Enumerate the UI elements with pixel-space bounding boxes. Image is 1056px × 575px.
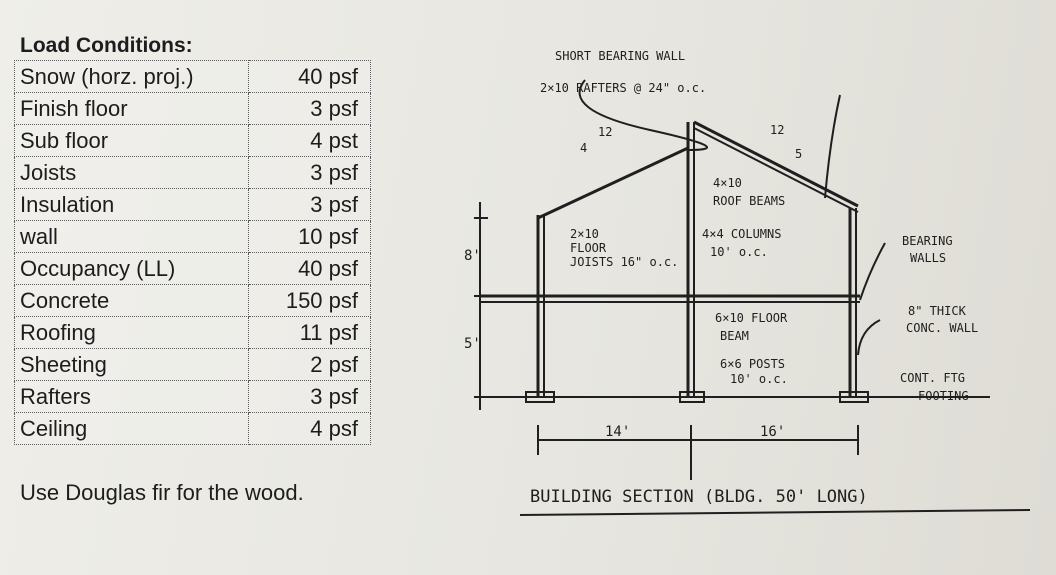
right-footing xyxy=(839,391,869,403)
load-value: 3 psf xyxy=(248,92,371,125)
label-joists-3: JOISTS 16" o.c. xyxy=(570,255,678,269)
label-floor-beam-2: BEAM xyxy=(720,329,749,343)
left-footing xyxy=(525,391,555,403)
load-label: Snow (horz. proj.) xyxy=(14,60,249,93)
load-label: Sheeting xyxy=(14,348,249,381)
label-left-run: 12 xyxy=(598,125,612,139)
label-columns-2: 10' o.c. xyxy=(710,245,768,259)
load-label: wall xyxy=(14,220,249,253)
dim-right-span: 16' xyxy=(760,424,785,440)
label-bearing-walls-2: WALLS xyxy=(910,251,946,265)
load-label: Joists xyxy=(14,156,249,189)
label-right-rise: 5 xyxy=(795,147,802,161)
load-label: Occupancy (LL) xyxy=(14,252,249,285)
label-footing-1: CONT. FTG xyxy=(900,371,965,385)
load-row: Snow (horz. proj.)40 psf xyxy=(14,60,371,93)
caption-underline xyxy=(519,509,1031,516)
right-roof xyxy=(693,120,859,208)
load-label: Ceiling xyxy=(14,412,249,445)
load-value: 4 pst xyxy=(248,124,371,157)
load-label: Finish floor xyxy=(14,92,249,125)
label-short-bearing-wall: SHORT BEARING WALL xyxy=(555,49,685,63)
load-value: 11 psf xyxy=(248,316,371,349)
label-joists-1: 2×10 xyxy=(570,227,599,241)
leader-short-bearing-wall xyxy=(578,79,709,151)
leader-bearing-walls xyxy=(859,242,886,301)
label-floor-beam-1: 6×10 FLOOR xyxy=(715,311,788,325)
label-columns-1: 4×4 COLUMNS xyxy=(702,227,781,241)
label-posts-1: 6×6 POSTS xyxy=(720,357,785,371)
load-value: 3 psf xyxy=(248,188,371,221)
label-conc-wall-2: CONC. WALL xyxy=(906,321,978,335)
load-value: 4 psf xyxy=(248,412,371,445)
right-roof-inner xyxy=(693,127,859,213)
label-roof-beams-2: ROOF BEAMS xyxy=(713,194,785,208)
load-conditions-section: Load Conditions: Snow (horz. proj.)40 ps… xyxy=(14,34,384,445)
load-label: Roofing xyxy=(14,316,249,349)
load-label: Sub floor xyxy=(14,124,249,157)
load-value: 10 psf xyxy=(248,220,371,253)
label-conc-wall-1: 8" THICK xyxy=(908,304,967,318)
wood-note: Use Douglas fir for the wood. xyxy=(20,480,304,505)
label-posts-2: 10' o.c. xyxy=(730,372,788,386)
center-footing xyxy=(679,391,705,403)
load-label: Concrete xyxy=(14,284,249,317)
load-row: Occupancy (LL)40 psf xyxy=(14,252,371,285)
leader-rafters xyxy=(824,94,841,199)
label-bearing-walls-1: BEARING xyxy=(902,234,953,248)
load-conditions-heading: Load Conditions: xyxy=(20,34,193,57)
dim-left-span: 14' xyxy=(605,424,630,440)
dim-lower-height: 5' xyxy=(464,336,481,352)
load-value: 3 psf xyxy=(248,380,371,413)
load-value: 40 psf xyxy=(248,60,371,93)
load-value: 3 psf xyxy=(248,156,371,189)
leader-conc-wall xyxy=(857,319,881,356)
load-label: Rafters xyxy=(14,380,249,413)
sketch-caption: BUILDING SECTION (BLDG. 50' LONG) xyxy=(530,487,868,507)
label-rafters: 2×10 RAFTERS @ 24" o.c. xyxy=(540,81,706,95)
label-joists-2: FLOOR xyxy=(570,241,607,255)
label-roof-beams-1: 4×10 xyxy=(713,176,742,190)
load-value: 150 psf xyxy=(248,284,371,317)
label-footing-2: FOOTING xyxy=(918,389,969,403)
dim-upper-height: 8' xyxy=(464,248,481,264)
load-value: 40 psf xyxy=(248,252,371,285)
load-value: 2 psf xyxy=(248,348,371,381)
building-section-sketch: SHORT BEARING WALL 2×10 RAFTERS @ 24" o.… xyxy=(464,49,1031,516)
left-roof xyxy=(537,146,689,220)
label-left-rise: 4 xyxy=(580,141,587,155)
load-label: Insulation xyxy=(14,188,249,221)
label-right-run: 12 xyxy=(770,123,784,137)
